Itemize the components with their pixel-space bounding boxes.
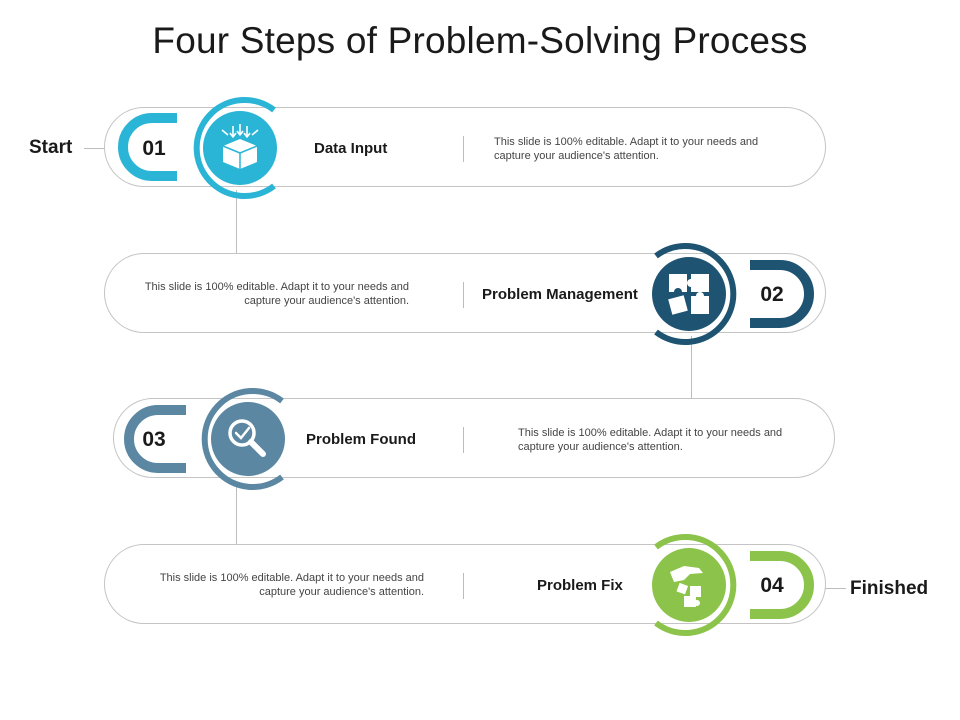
- step-4-icon-circle: [652, 548, 726, 622]
- step-3-label: Problem Found: [306, 431, 416, 448]
- step-4-label: Problem Fix: [537, 577, 623, 594]
- step-1-description: This slide is 100% editable. Adapt it to…: [494, 136, 759, 162]
- start-connector: [84, 148, 106, 149]
- step-3-number: 03: [142, 428, 166, 451]
- step-3-bracket: [124, 405, 186, 473]
- step-1-number: 01: [142, 137, 166, 160]
- step-1-bracket: [118, 113, 177, 181]
- puzzle-icon: [668, 274, 709, 315]
- step-4-ring: [654, 534, 737, 636]
- step-2-ring: [654, 243, 737, 345]
- connector-2-3: [691, 336, 692, 398]
- end-connector: [824, 588, 846, 589]
- step-2-number: 02: [760, 283, 784, 306]
- step-4-bracket: [750, 551, 814, 619]
- slide-title: Four Steps of Problem-Solving Process: [152, 20, 808, 61]
- step-1-separator: [463, 136, 464, 162]
- connector-3-4: [236, 482, 237, 544]
- step-2-label: Problem Management: [482, 286, 638, 303]
- step-2-bracket: [750, 260, 814, 328]
- step-1-ring: [193, 97, 276, 199]
- step-2-description: This slide is 100% editable. Adapt it to…: [144, 281, 409, 307]
- hand-puzzle-icon: [670, 566, 703, 607]
- step-4-separator: [463, 573, 464, 599]
- step-2-separator: [463, 282, 464, 308]
- step-4-description: This slide is 100% editable. Adapt it to…: [159, 572, 424, 598]
- step-3-description: This slide is 100% editable. Adapt it to…: [518, 427, 783, 453]
- step-3-ring: [201, 388, 284, 490]
- connector-1-2: [236, 190, 237, 253]
- magnifier-check-icon: [228, 419, 266, 457]
- step-3-separator: [463, 427, 464, 453]
- finished-label: Finished: [850, 578, 929, 599]
- step-3-icon-circle: [211, 402, 285, 476]
- step-2-icon-circle: [652, 257, 726, 331]
- start-label: Start: [29, 137, 73, 158]
- step-1-label: Data Input: [314, 140, 388, 157]
- box-inbox-icon: [221, 124, 259, 169]
- step-4-number: 04: [760, 574, 784, 597]
